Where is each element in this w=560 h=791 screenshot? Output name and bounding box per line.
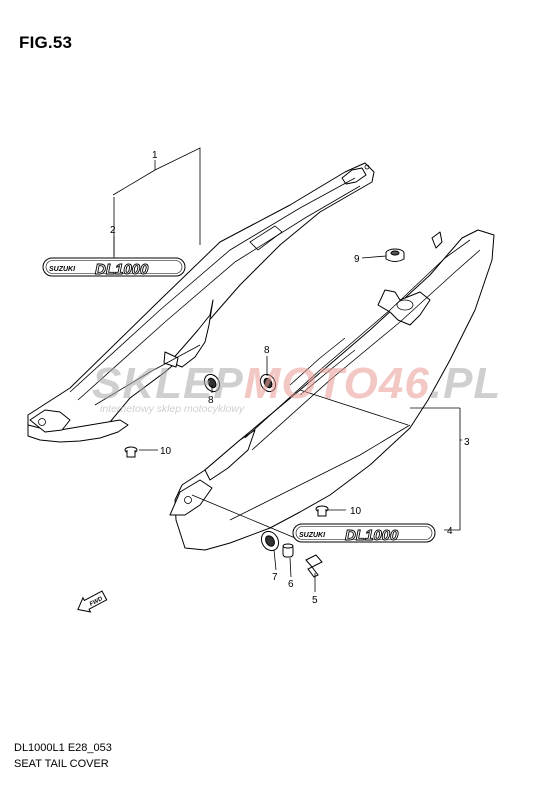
cushion-7 — [260, 530, 280, 552]
callout-8-upper: 8 — [264, 345, 270, 356]
emblem-2-model: DL1000 — [95, 261, 149, 278]
collar-6 — [282, 543, 294, 558]
emblem-4-model: DL1000 — [345, 527, 399, 544]
watermark-part3: 46 — [378, 359, 430, 408]
watermark: SKLEPMOTO46.PL internetowy sklep motocyk… — [92, 359, 501, 415]
callout-9: 9 — [354, 254, 360, 265]
cushion-8-left — [203, 373, 221, 393]
screw-5 — [305, 554, 323, 578]
right-cover-detail-lines — [184, 239, 481, 541]
emblem-2: SUZUKI DL1000 — [42, 257, 186, 278]
callout-8-lower: 8 — [208, 395, 214, 406]
grommet-9 — [385, 248, 405, 262]
figure-title: FIG.53 — [19, 33, 73, 52]
watermark-part2: MOTO — [244, 359, 379, 408]
clip-10-left — [124, 446, 138, 458]
callout-3: 3 — [464, 437, 470, 448]
figure-code: DL1000L1 E28_053 — [14, 742, 112, 754]
left-cover-detail-lines — [38, 164, 370, 426]
callout-7: 7 — [272, 572, 278, 583]
callout-numbers: 1 2 3 4 5 6 7 8 8 9 10 10 — [110, 150, 470, 606]
leader-lines — [112, 147, 462, 592]
callout-5: 5 — [312, 595, 318, 606]
figure-name: SEAT TAIL COVER — [14, 758, 109, 770]
callout-10-left: 10 — [160, 446, 172, 457]
callout-4: 4 — [447, 526, 453, 537]
emblem-4-brand: SUZUKI — [299, 532, 326, 539]
right-seat-tail-cover — [169, 229, 495, 551]
callout-6: 6 — [288, 579, 294, 590]
callout-10-right: 10 — [350, 506, 362, 517]
emblem-2-brand: SUZUKI — [49, 266, 76, 273]
watermark-part4: .PL — [430, 359, 501, 408]
clip-10-right — [315, 505, 329, 517]
callout-2: 2 — [110, 225, 116, 236]
cushion-8-right — [259, 373, 277, 393]
watermark-tagline: internetowy sklep motocyklowy — [100, 403, 245, 415]
fwd-arrow-icon: FWD — [77, 590, 108, 613]
emblem-4: SUZUKI DL1000 — [292, 523, 436, 544]
left-seat-tail-cover — [27, 162, 375, 443]
watermark-text: SKLEPMOTO46.PL — [92, 359, 501, 408]
callout-1: 1 — [152, 150, 158, 161]
watermark-part1: SKLEP — [92, 359, 244, 408]
